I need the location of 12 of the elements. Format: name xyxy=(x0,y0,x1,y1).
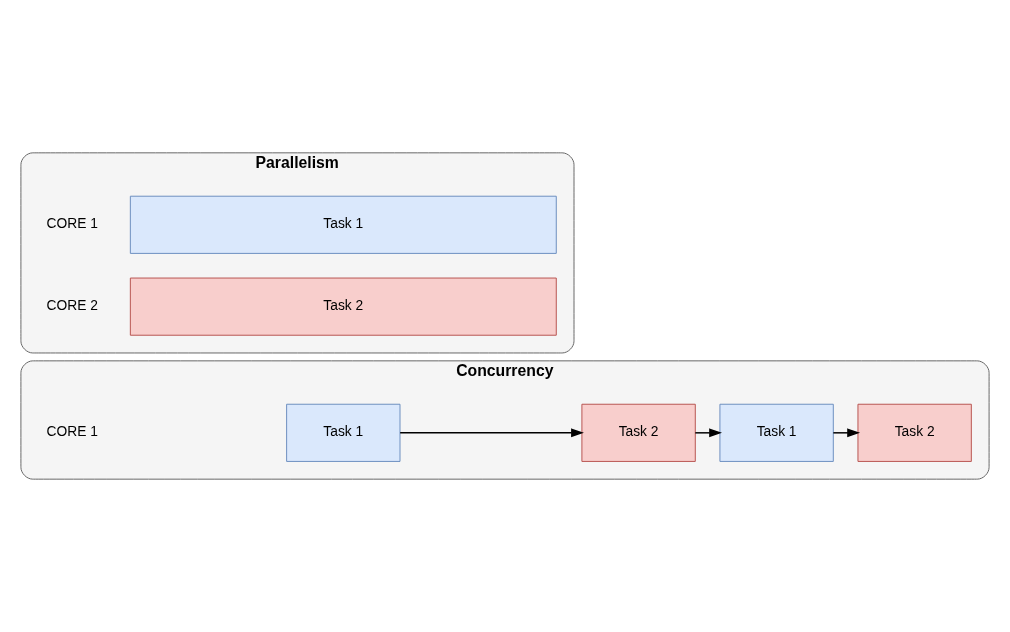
label: CORE 2 xyxy=(46,298,98,314)
node-box: Task 1 xyxy=(286,403,401,462)
node-box: Task 2 xyxy=(581,403,696,462)
label: CORE 1 xyxy=(46,216,98,232)
arrow xyxy=(832,428,861,438)
arrow xyxy=(399,428,584,438)
node-box: Task 1 xyxy=(719,403,834,462)
node-box: Task 2 xyxy=(857,403,972,462)
arrow xyxy=(694,428,722,438)
node-box: Task 2 xyxy=(129,277,557,336)
label: CORE 1 xyxy=(46,424,98,440)
node-box: Task 1 xyxy=(129,195,557,254)
